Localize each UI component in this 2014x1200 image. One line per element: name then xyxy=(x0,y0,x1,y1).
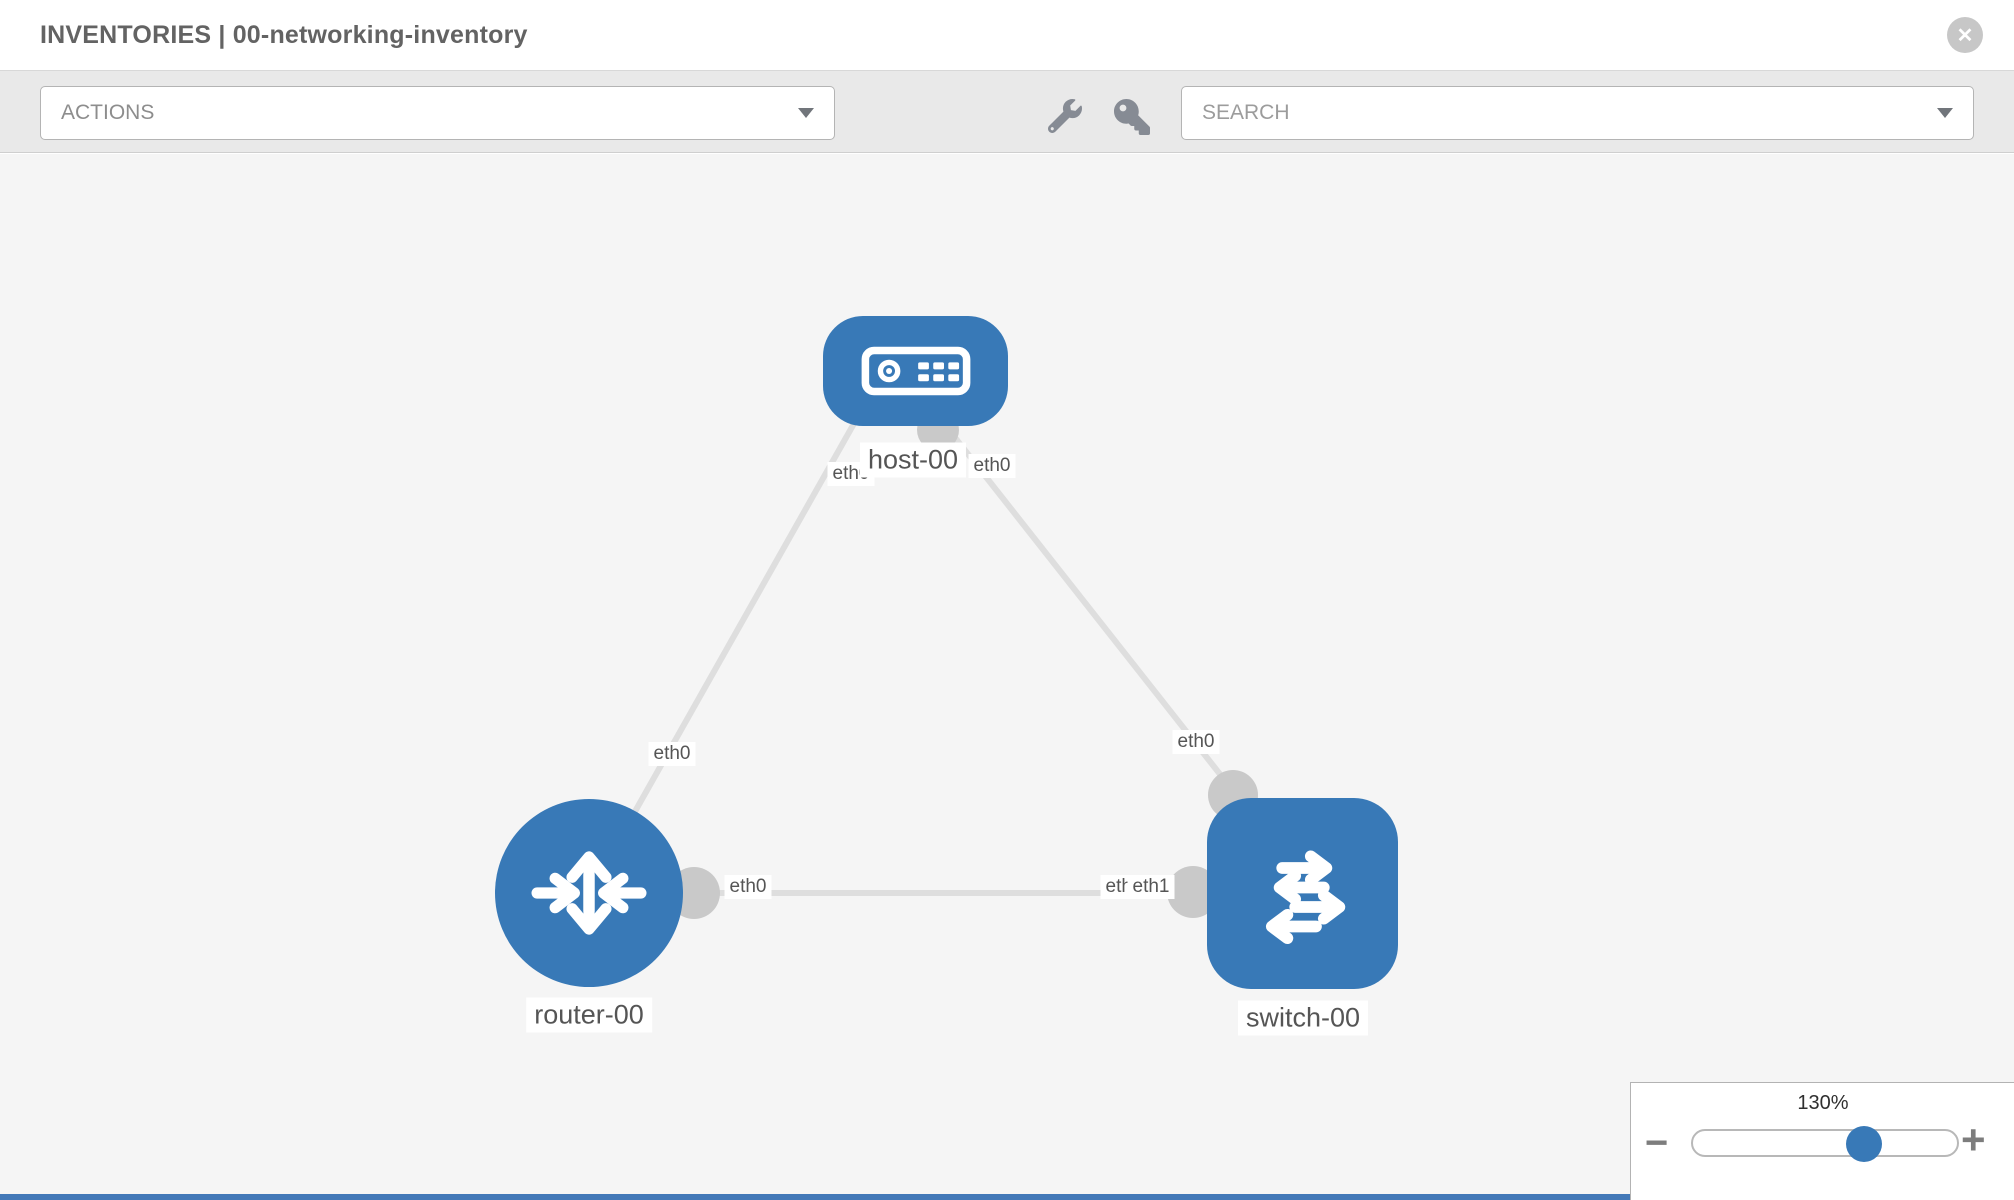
plus-icon: + xyxy=(1961,1116,1986,1163)
close-button[interactable]: ✕ xyxy=(1947,17,1983,53)
zoom-out-button[interactable]: − xyxy=(1645,1123,1668,1163)
zoom-level-value: 130% xyxy=(1797,1092,1849,1114)
actions-dropdown[interactable]: ACTIONS xyxy=(40,86,835,140)
interface-label-router-to-host: eth0 xyxy=(648,742,696,766)
wrench-icon[interactable] xyxy=(1048,99,1082,133)
interface-label-switch-to-host: eth0 xyxy=(1172,730,1220,754)
zoom-in-button[interactable]: + xyxy=(1961,1119,1986,1161)
actions-dropdown-label: ACTIONS xyxy=(61,101,155,124)
interface-connector-switch-left xyxy=(1167,866,1219,918)
host-icon xyxy=(861,346,970,396)
page-title: INVENTORIES | 00-networking-inventory xyxy=(40,21,528,49)
topology-canvas[interactable]: eth0 eth0 eth0 eth0 eth0 eth0 eth1 host-… xyxy=(0,154,2014,1200)
interface-label-host-right: eth0 xyxy=(968,454,1016,478)
chevron-down-icon xyxy=(798,108,814,118)
zoom-slider-track[interactable] xyxy=(1691,1129,1959,1157)
toolbar: ACTIONS SEARCH xyxy=(0,70,2014,153)
node-label-router: router-00 xyxy=(526,997,652,1033)
zoom-control-panel: 130% − + xyxy=(1630,1082,2014,1200)
search-dropdown[interactable]: SEARCH xyxy=(1181,86,1974,140)
interface-label-router-to-switch: eth0 xyxy=(724,875,772,899)
zoom-slider-handle[interactable] xyxy=(1846,1126,1882,1162)
router-icon xyxy=(531,851,647,935)
chevron-down-icon xyxy=(1937,108,1953,118)
node-label-host: host-00 xyxy=(859,442,967,478)
minus-icon: − xyxy=(1645,1121,1669,1165)
node-router-00[interactable] xyxy=(495,799,683,987)
node-host-00[interactable] xyxy=(823,316,1008,426)
node-switch-00[interactable] xyxy=(1207,798,1398,989)
page-header: INVENTORIES | 00-networking-inventory ✕ xyxy=(0,0,2014,70)
search-placeholder: SEARCH xyxy=(1202,101,1290,124)
node-label-switch: switch-00 xyxy=(1237,1000,1369,1036)
interface-label-switch-link-front: eth1 xyxy=(1127,875,1175,899)
bottom-accent-bar xyxy=(0,1194,1630,1200)
switch-icon xyxy=(1265,849,1345,944)
topology-links-layer xyxy=(586,402,1290,919)
close-icon: ✕ xyxy=(1956,24,1974,47)
key-icon[interactable] xyxy=(1114,99,1150,135)
